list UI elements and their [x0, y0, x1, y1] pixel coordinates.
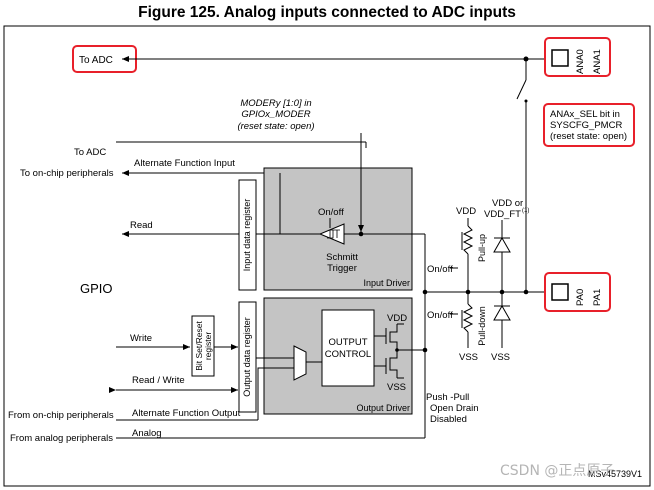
anax-sel-switch [516, 79, 527, 100]
vdd-output-label: VDD [387, 313, 407, 324]
diode-down-body [493, 304, 511, 321]
anax-sel-line2: SYSCFG_PMCR [550, 120, 622, 131]
vss-diode-label: VSS [491, 352, 510, 363]
output-control-line2: CONTROL [325, 349, 371, 360]
pa-callout [544, 272, 611, 312]
schmitt-node [358, 231, 364, 237]
to-adc-mid-label: To ADC [74, 147, 106, 158]
bus-node-mid [422, 347, 428, 353]
alt-func-output-to-mux [257, 367, 294, 420]
push-pull-line2: Open Drain [430, 403, 479, 414]
ana1-label: ANA1 [592, 49, 603, 74]
from-analog-label: From analog peripherals [10, 433, 113, 444]
pulldown-resistor [462, 303, 474, 333]
pa1-label: PA1 [592, 289, 603, 306]
pull-down-label: Pull-down [477, 306, 487, 346]
watermark: CSDN @正点原子 [500, 463, 615, 479]
read-label: Read [130, 220, 153, 231]
vdd-ft-sup: (1) [522, 208, 529, 214]
diode-up-body [493, 236, 511, 253]
pa-pin-box [551, 283, 569, 301]
ana-pin-box [551, 49, 569, 67]
gpio-label: GPIO [80, 281, 113, 296]
input-data-register [238, 179, 257, 291]
ana0-label: ANA0 [575, 49, 586, 74]
output-mux [293, 345, 307, 381]
bit-set-reset-line2: register [203, 332, 213, 361]
moder-line2: GPIOx_MODER [241, 109, 310, 120]
write-label: Write [130, 333, 152, 344]
alt-func-output-label: Alternate Function Output [132, 408, 241, 419]
on-off-pullup-label: On/off [427, 264, 453, 275]
to-onchip-label: To on-chip peripherals [20, 168, 114, 179]
from-onchip-label: From on-chip peripherals [8, 410, 114, 421]
vss-pulldown-label: VSS [459, 352, 478, 363]
pull-up-label: Pull-up [477, 234, 487, 262]
on-off-input-label: On/off [318, 207, 344, 218]
input-data-register-label: Input data register [242, 199, 252, 272]
output-control-block [321, 309, 375, 387]
anax-sel-line1: ANAx_SEL bit in [550, 109, 620, 120]
on-off-pulldown-label: On/off [427, 310, 453, 321]
bit-set-reset-register [191, 315, 215, 377]
figure-reference-id: MSv45739V1 [588, 469, 642, 479]
pullup-resistor [462, 225, 474, 255]
output-driver-label: Output Driver [356, 403, 410, 413]
pin-junction-right [523, 289, 529, 295]
schmitt-label-line2: Trigger [327, 263, 357, 274]
moder-line1: MODERy [1:0] in [240, 98, 311, 109]
vdd-pullup-label: VDD [456, 206, 476, 217]
vdd-or-label: VDD or [492, 198, 523, 209]
anax-sel-line3: (reset state: open) [550, 131, 627, 142]
schmitt-label-line1: Schmitt [326, 252, 358, 263]
read-write-label: Read / Write [132, 375, 185, 386]
to-adc-top-label: To ADC [79, 55, 113, 66]
input-driver-label: Input Driver [363, 278, 410, 288]
schmitt-hysteresis-glyph [327, 229, 340, 239]
figure-title: Figure 125. Analog inputs connected to A… [138, 4, 516, 21]
vss-output-label: VSS [387, 382, 406, 393]
moder-line3: (reset state: open) [237, 121, 314, 132]
output-data-register-label: Output data register [242, 317, 252, 397]
push-pull-line1: Push -Pull [426, 392, 469, 403]
nmos-channel [389, 350, 398, 378]
bit-set-reset-line1: Bit Set/Reset [194, 321, 204, 371]
output-data-register [238, 301, 257, 413]
diagram-frame [3, 25, 651, 487]
pmos-channel [389, 324, 398, 350]
pa0-label: PA0 [575, 289, 586, 306]
push-pull-line3: Disabled [430, 414, 467, 425]
alt-func-input-label: Alternate Function Input [134, 158, 235, 169]
anax-sel-callout [543, 103, 635, 147]
analog-label: Analog [132, 428, 162, 439]
output-control-line1: OUTPUT [328, 337, 367, 348]
vdd-ft-label: VDD_FT [484, 209, 521, 220]
